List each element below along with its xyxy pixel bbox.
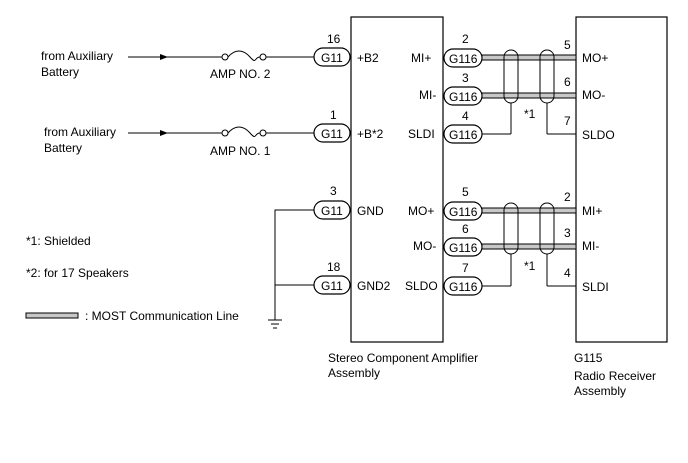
receiver-box xyxy=(575,16,668,343)
svg-text:MO-: MO- xyxy=(413,239,436,253)
most-line-group-1: *1 xyxy=(481,49,577,135)
svg-text:2: 2 xyxy=(564,190,571,204)
svg-text:MI+: MI+ xyxy=(582,204,602,218)
amp-left-pin-2: 3 G11 GND xyxy=(313,184,384,220)
svg-text:MI-: MI- xyxy=(582,239,599,253)
arrow-icon xyxy=(160,130,168,136)
note-most-legend: : MOST Communication Line xyxy=(85,309,239,323)
amp-left-pin-0: 16 G11 +B2 xyxy=(313,32,379,67)
amplifier-box xyxy=(350,16,444,343)
svg-text:G116: G116 xyxy=(449,52,478,66)
receiver-pin-mi-minus: 3 MI- xyxy=(564,226,599,253)
shield-mark-1: *1 xyxy=(524,107,536,121)
svg-text:MI-: MI- xyxy=(419,88,436,102)
svg-text:SLDO: SLDO xyxy=(405,279,438,293)
svg-text:7: 7 xyxy=(462,261,469,275)
svg-text:MO-: MO- xyxy=(582,88,605,102)
svg-text:G11: G11 xyxy=(321,127,343,141)
amp-right-pin-sldi: 4 G116 SLDI xyxy=(408,109,483,144)
receiver-pin-mo-plus: 5 MO+ xyxy=(564,38,608,65)
amp-right-pin-mi-minus: 3 G116 MI- xyxy=(419,71,483,106)
svg-text:G11: G11 xyxy=(321,51,343,65)
svg-text:G116: G116 xyxy=(449,205,478,219)
svg-text:G11: G11 xyxy=(321,204,343,218)
arrow-icon xyxy=(160,54,168,60)
most-line-group-2: *1 xyxy=(481,202,577,287)
svg-text:6: 6 xyxy=(462,222,469,236)
svg-text:MO+: MO+ xyxy=(408,204,434,218)
fuse-amp2-label: AMP NO. 2 xyxy=(210,67,271,81)
shield-mark-2: *1 xyxy=(524,259,536,273)
ground-icon xyxy=(268,319,282,329)
svg-text:2: 2 xyxy=(462,32,469,46)
svg-text:7: 7 xyxy=(564,114,571,128)
svg-text:MI+: MI+ xyxy=(411,51,431,65)
svg-text:16: 16 xyxy=(327,32,341,46)
svg-text:5: 5 xyxy=(462,185,469,199)
amp-left-pin-3: 18 G11 GND2 xyxy=(313,260,391,295)
svg-text:3: 3 xyxy=(564,226,571,240)
amp-left-pin-1: 1 G11 +B*2 xyxy=(313,108,384,143)
most-legend-swatch xyxy=(25,312,79,319)
svg-text:18: 18 xyxy=(327,260,341,274)
note-speakers: *2: for 17 Speakers xyxy=(26,266,129,280)
amp-right-pin-mo-minus: 6 G116 MO- xyxy=(413,222,483,257)
svg-text:SLDI: SLDI xyxy=(408,127,435,141)
note-shielded: *1: Shielded xyxy=(26,234,91,248)
svg-text:MO+: MO+ xyxy=(582,51,608,65)
fuse-icon xyxy=(221,50,267,62)
svg-text:SLDO: SLDO xyxy=(582,128,615,142)
amp-right-pin-mi-plus: 2 G116 MI+ xyxy=(411,32,483,68)
svg-text:+B*2: +B*2 xyxy=(357,127,384,141)
receiver-pin-sldi: 4 SLDI xyxy=(564,266,609,294)
fuse-icon xyxy=(221,126,267,138)
aux-battery-label-1: from Auxiliary Battery xyxy=(41,49,116,79)
svg-text:G116: G116 xyxy=(449,241,478,255)
receiver-pin-sldo: 7 SLDO xyxy=(564,114,615,142)
receiver-pin-mi-plus: 2 MI+ xyxy=(564,190,602,218)
svg-text:G116: G116 xyxy=(449,280,478,294)
receiver-connector-label: G115 xyxy=(574,351,603,365)
svg-text:4: 4 xyxy=(564,266,571,280)
amplifier-name: Stereo Component Amplifier Assembly xyxy=(328,351,481,380)
svg-text:6: 6 xyxy=(564,75,571,89)
svg-text:3: 3 xyxy=(462,71,469,85)
wire-gnd xyxy=(274,209,314,320)
svg-text:5: 5 xyxy=(564,38,571,52)
svg-text:4: 4 xyxy=(462,109,469,123)
svg-text:G116: G116 xyxy=(449,128,478,142)
svg-text:3: 3 xyxy=(330,184,337,198)
fuse-amp1-label: AMP NO. 1 xyxy=(210,144,271,158)
svg-text:G116: G116 xyxy=(449,90,478,104)
aux-battery-label-2: from Auxiliary Battery xyxy=(44,125,119,155)
svg-text:SLDI: SLDI xyxy=(582,280,609,294)
svg-text:1: 1 xyxy=(330,108,337,122)
amp-right-pin-sldo: 7 G116 SLDO xyxy=(405,261,483,296)
receiver-name: Radio Receiver Assembly xyxy=(574,369,659,398)
svg-text:+B2: +B2 xyxy=(357,51,379,65)
svg-text:G11: G11 xyxy=(321,279,343,293)
receiver-pin-mo-minus: 6 MO- xyxy=(564,75,605,102)
svg-text:GND: GND xyxy=(357,204,384,218)
svg-text:GND2: GND2 xyxy=(357,279,391,293)
